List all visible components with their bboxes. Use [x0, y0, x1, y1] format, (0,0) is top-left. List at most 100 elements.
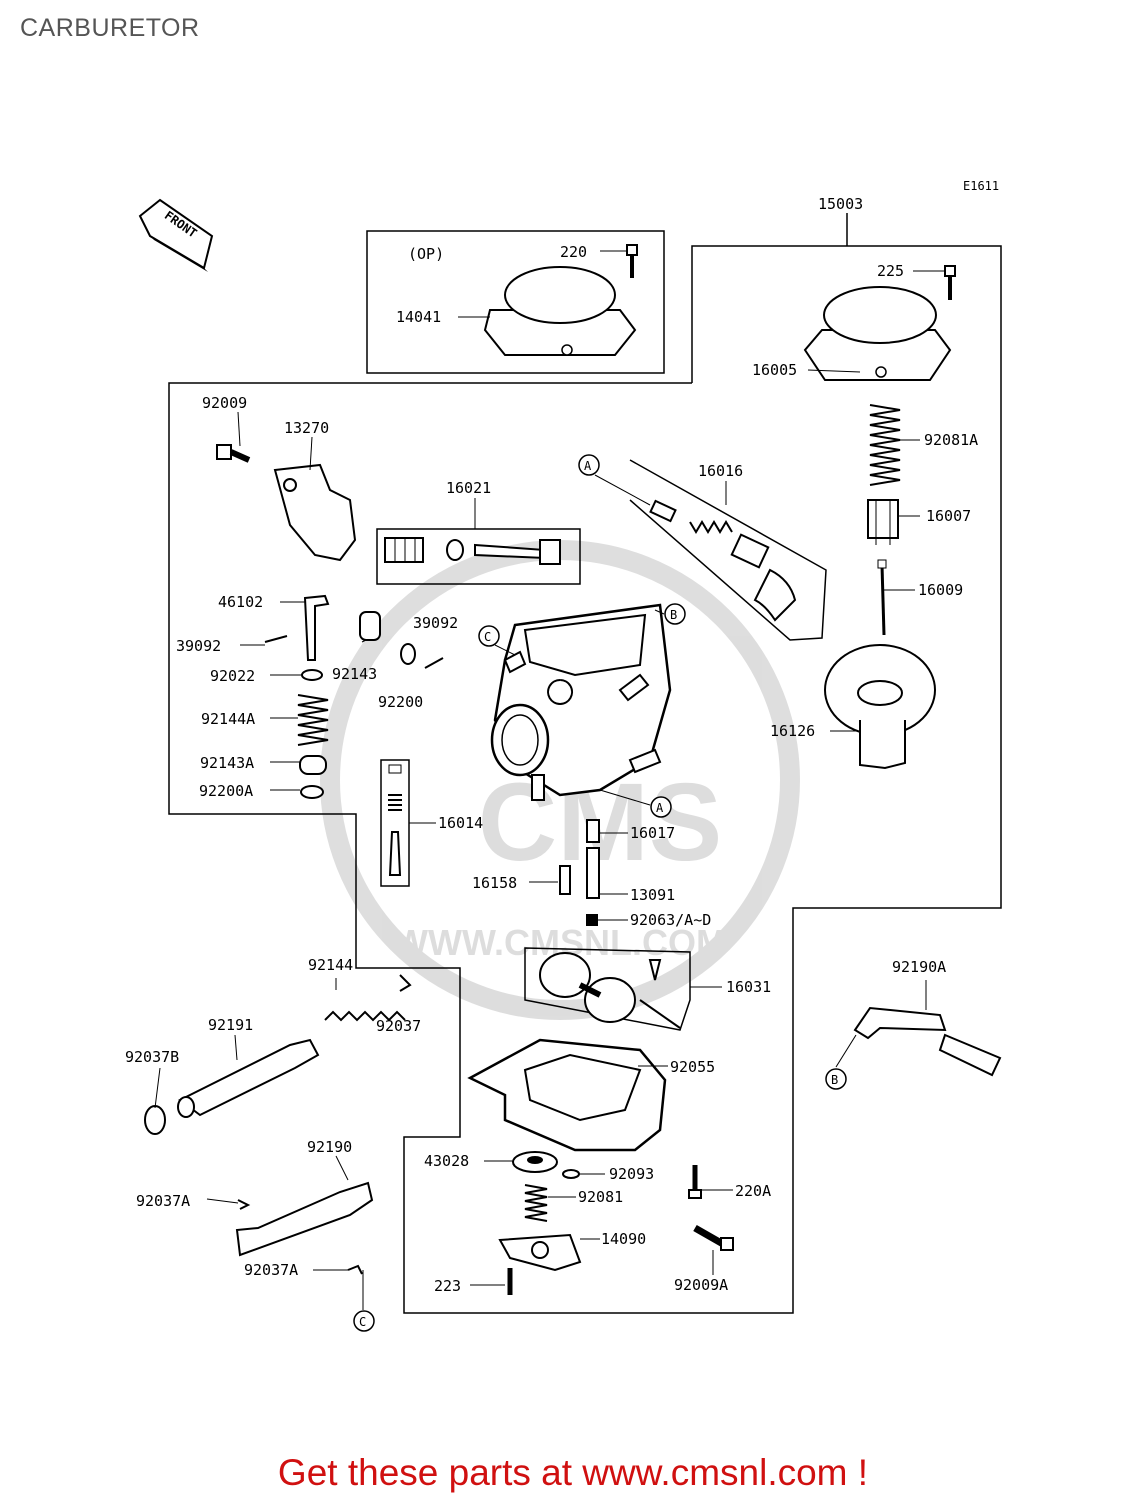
part-label-223: 223 — [434, 1277, 461, 1295]
option-label: (OP) — [408, 245, 444, 263]
washer-92200-icon — [400, 643, 416, 665]
hose-92190-icon — [235, 1181, 374, 1257]
page-title: CARBURETOR — [20, 14, 200, 42]
screw-220a-icon — [688, 1165, 702, 1199]
screw-92009a-icon — [693, 1224, 734, 1251]
throttle-bracket-icon — [273, 463, 357, 562]
part-label-92144: 92144 — [308, 956, 353, 974]
part-label-92009: 92009 — [202, 394, 247, 412]
spring-92144a-icon — [297, 694, 329, 746]
part-label-92081a: 92081A — [924, 431, 978, 449]
part-label-92037a-bottom: 92037A — [244, 1261, 298, 1279]
part-label-16005: 16005 — [752, 361, 797, 379]
oring-92093-icon — [562, 1169, 580, 1179]
footer-link[interactable]: Get these parts at www.cmsnl.com ! — [277, 1452, 869, 1493]
option-box — [366, 230, 665, 374]
part-label-92190: 92190 — [307, 1138, 352, 1156]
part-label-16158: 16158 — [472, 874, 517, 892]
part-label-16007: 16007 — [926, 507, 971, 525]
needle-jet-icon — [586, 819, 600, 843]
part-label-92191: 92191 — [208, 1016, 253, 1034]
part-label-92022: 92022 — [210, 667, 255, 685]
part-label-16014: 16014 — [438, 814, 483, 832]
part-label-92037a-top: 92037A — [136, 1192, 190, 1210]
part-label-16031: 16031 — [726, 978, 771, 996]
float-group-outline — [524, 947, 691, 1031]
choke-plunger-icon — [649, 499, 797, 622]
part-label-92055: 92055 — [670, 1058, 715, 1076]
pilot-jet-icon — [559, 865, 571, 895]
float-icon — [539, 952, 681, 1029]
screw-220-icon — [626, 244, 638, 278]
part-label-39092-right: 39092 — [413, 614, 458, 632]
spring-92144-icon — [324, 1010, 406, 1022]
pin-39092-right-icon — [424, 657, 444, 669]
main-outline — [168, 245, 1002, 1314]
spring-92081a-icon — [869, 404, 901, 486]
svg-text:A: A — [656, 801, 664, 815]
jet-needle-icon — [877, 559, 887, 636]
gasket-43028-icon — [512, 1151, 558, 1173]
throttle-shaft-group-outline — [376, 528, 581, 585]
part-label-92144a: 92144A — [201, 710, 255, 728]
diagram-code: E1611 — [963, 179, 999, 193]
screw-225-icon — [944, 265, 956, 300]
cover-14090-icon — [498, 1233, 582, 1272]
clamp-92037b-icon — [144, 1105, 166, 1135]
part-label-92143: 92143 — [332, 665, 377, 683]
float-bowl-icon — [467, 1038, 667, 1152]
carburetor-parts-diagram: CMS WWW.CMSNL.COM E1611 FRONT (OP) — [125, 179, 1002, 1332]
part-label-14041: 14041 — [396, 308, 441, 326]
ref-circle-b-bottom: B — [825, 1068, 847, 1090]
hose-92191-icon — [177, 1038, 320, 1118]
part-label-92009a: 92009A — [674, 1276, 728, 1294]
ref-circle-c-top: C — [478, 625, 500, 647]
top-cover-optional-icon — [483, 266, 637, 356]
part-label-220: 220 — [560, 243, 587, 261]
part-label-43028: 43028 — [424, 1152, 469, 1170]
part-label-16009: 16009 — [918, 581, 963, 599]
jet-holder-icon — [586, 847, 600, 899]
clip-92037a-icon — [237, 1199, 363, 1275]
throttle-shaft-icon — [384, 537, 561, 565]
screw-92009-icon — [216, 444, 251, 463]
part-label-16017: 16017 — [630, 824, 675, 842]
pilot-screw-icon — [388, 764, 402, 876]
part-label-13270: 13270 — [284, 419, 329, 437]
part-label-92037b: 92037B — [125, 1048, 179, 1066]
part-label-15003: 15003 — [818, 195, 863, 213]
ref-circle-a-top: A — [578, 454, 600, 476]
part-label-225: 225 — [877, 262, 904, 280]
pin-39092-icon — [264, 635, 288, 643]
svg-text:A: A — [584, 459, 592, 473]
part-label-16126: 16126 — [770, 722, 815, 740]
part-label-92081: 92081 — [578, 1188, 623, 1206]
carburetor-body-icon — [490, 603, 672, 801]
clip-92037-icon — [399, 974, 412, 992]
svg-text:B: B — [831, 1073, 838, 1087]
part-label-92037: 92037 — [376, 1017, 421, 1035]
part-label-16021: 16021 — [446, 479, 491, 497]
ref-circle-a-bottom: A — [650, 796, 672, 818]
spring-92081-icon — [524, 1184, 548, 1222]
svg-text:C: C — [359, 1315, 366, 1329]
part-label-92063: 92063/A~D — [630, 911, 711, 929]
part-label-92200a: 92200A — [199, 782, 253, 800]
ref-circle-c-bottom: C — [353, 1310, 375, 1332]
main-jet-icon — [586, 914, 598, 926]
leader-lines — [154, 250, 945, 1310]
washer-92200a-icon — [300, 785, 324, 799]
part-label-39092-left: 39092 — [176, 637, 221, 655]
bushing-92143-icon — [359, 611, 381, 641]
part-label-46102: 46102 — [218, 593, 263, 611]
part-label-13091: 13091 — [630, 886, 675, 904]
washer-92022-icon — [301, 669, 323, 681]
part-label-16016: 16016 — [698, 462, 743, 480]
hose-92190a-icon — [853, 1006, 1002, 1077]
part-label-92200: 92200 — [378, 693, 423, 711]
part-label-92190a: 92190A — [892, 958, 946, 976]
part-label-220a: 220A — [735, 1182, 771, 1200]
front-arrow-icon: FRONT — [138, 198, 214, 272]
part-label-92093: 92093 — [609, 1165, 654, 1183]
svg-text:C: C — [484, 630, 491, 644]
